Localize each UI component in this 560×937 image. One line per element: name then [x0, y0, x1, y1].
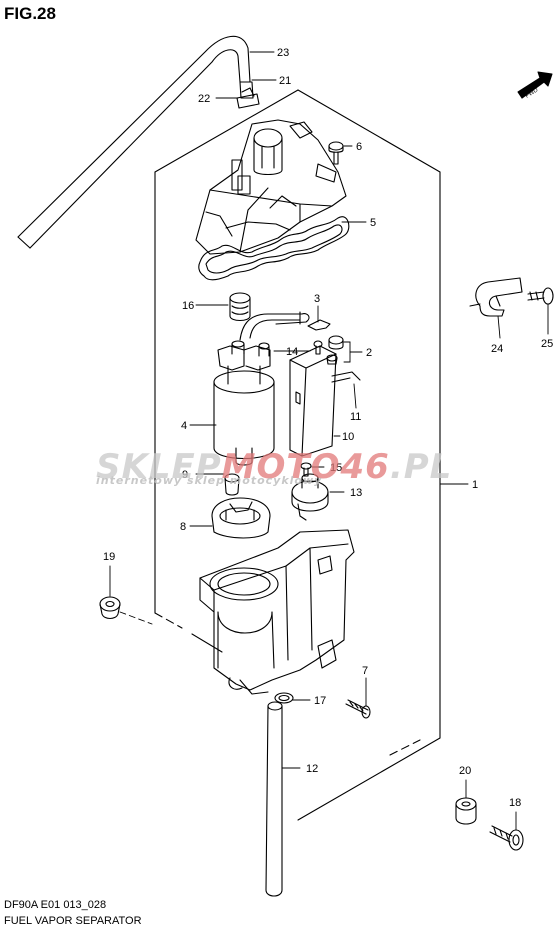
hose-12	[265, 701, 283, 897]
watermark-subtitle: internetowy sklep motocyklowy	[96, 474, 323, 487]
callout-22: 22	[198, 93, 210, 105]
callout-18: 18	[509, 797, 521, 809]
watermark-brand: SKLEPMOTO46.PL	[96, 447, 452, 487]
bracket-8	[211, 497, 271, 539]
cover-top	[195, 119, 347, 255]
assembly-outline	[154, 89, 441, 821]
callout-11: 11	[350, 411, 361, 423]
callout-3: 3	[314, 293, 320, 305]
callout-5: 5	[370, 217, 376, 229]
fwd-arrow-icon	[517, 71, 553, 99]
clamp-24	[469, 277, 523, 317]
screw-6	[328, 141, 344, 165]
callout-19: 19	[103, 551, 115, 563]
callout-6: 6	[356, 141, 362, 153]
grommet-19	[99, 596, 121, 620]
watermark-brand-part3: .PL	[389, 447, 453, 487]
callout-8: 8	[180, 521, 186, 533]
callout-12: 12	[306, 763, 318, 775]
filter-9	[224, 473, 240, 496]
callout-2: 2	[366, 347, 372, 359]
model-code: DF90A E01 013_028	[4, 899, 107, 911]
oring-17	[274, 692, 294, 704]
leader-lines	[109, 51, 549, 831]
watermark-brand-part2: MOTO46	[221, 447, 390, 487]
figure-title: FIG.28	[4, 4, 56, 23]
bolt-18	[489, 825, 524, 851]
grommet-20	[455, 797, 477, 825]
callout-7: 7	[362, 665, 368, 677]
callout-13: 13	[350, 487, 362, 499]
clip-3	[307, 319, 331, 331]
callout-21: 21	[279, 75, 291, 87]
clamp-22	[236, 81, 260, 109]
callout-4: 4	[181, 420, 187, 432]
callout-23: 23	[277, 47, 289, 59]
separator-body-1	[199, 529, 355, 695]
callout-17: 17	[314, 695, 326, 707]
callout-15: 15	[330, 462, 342, 474]
callout-9: 9	[182, 469, 188, 481]
figure-name: FUEL VAPOR SEPARATOR	[4, 915, 142, 927]
callout-20: 20	[459, 765, 471, 777]
screw-15	[300, 462, 312, 477]
callout-24: 24	[491, 343, 503, 355]
grommet-16	[229, 292, 251, 322]
wire-harness	[239, 311, 310, 341]
cover-10	[289, 345, 337, 457]
callout-14: 14	[286, 346, 298, 358]
callout-10: 10	[342, 431, 354, 443]
gasket-5	[198, 216, 350, 281]
watermark-brand-part1: SKLEP	[96, 447, 222, 487]
connector-2	[326, 335, 344, 365]
regulator-13	[291, 473, 329, 521]
callout-labels: 23 21 22 6 5 16 3 2 14 4 11 10 15 9 13 8…	[103, 47, 553, 809]
wire-11	[331, 371, 361, 383]
callout-1: 1	[472, 479, 478, 491]
callout-25: 25	[541, 338, 553, 350]
fuel-pump-4	[213, 340, 275, 466]
hose-23	[17, 35, 251, 249]
callout-16: 16	[182, 300, 194, 312]
bolt-25	[527, 287, 554, 305]
